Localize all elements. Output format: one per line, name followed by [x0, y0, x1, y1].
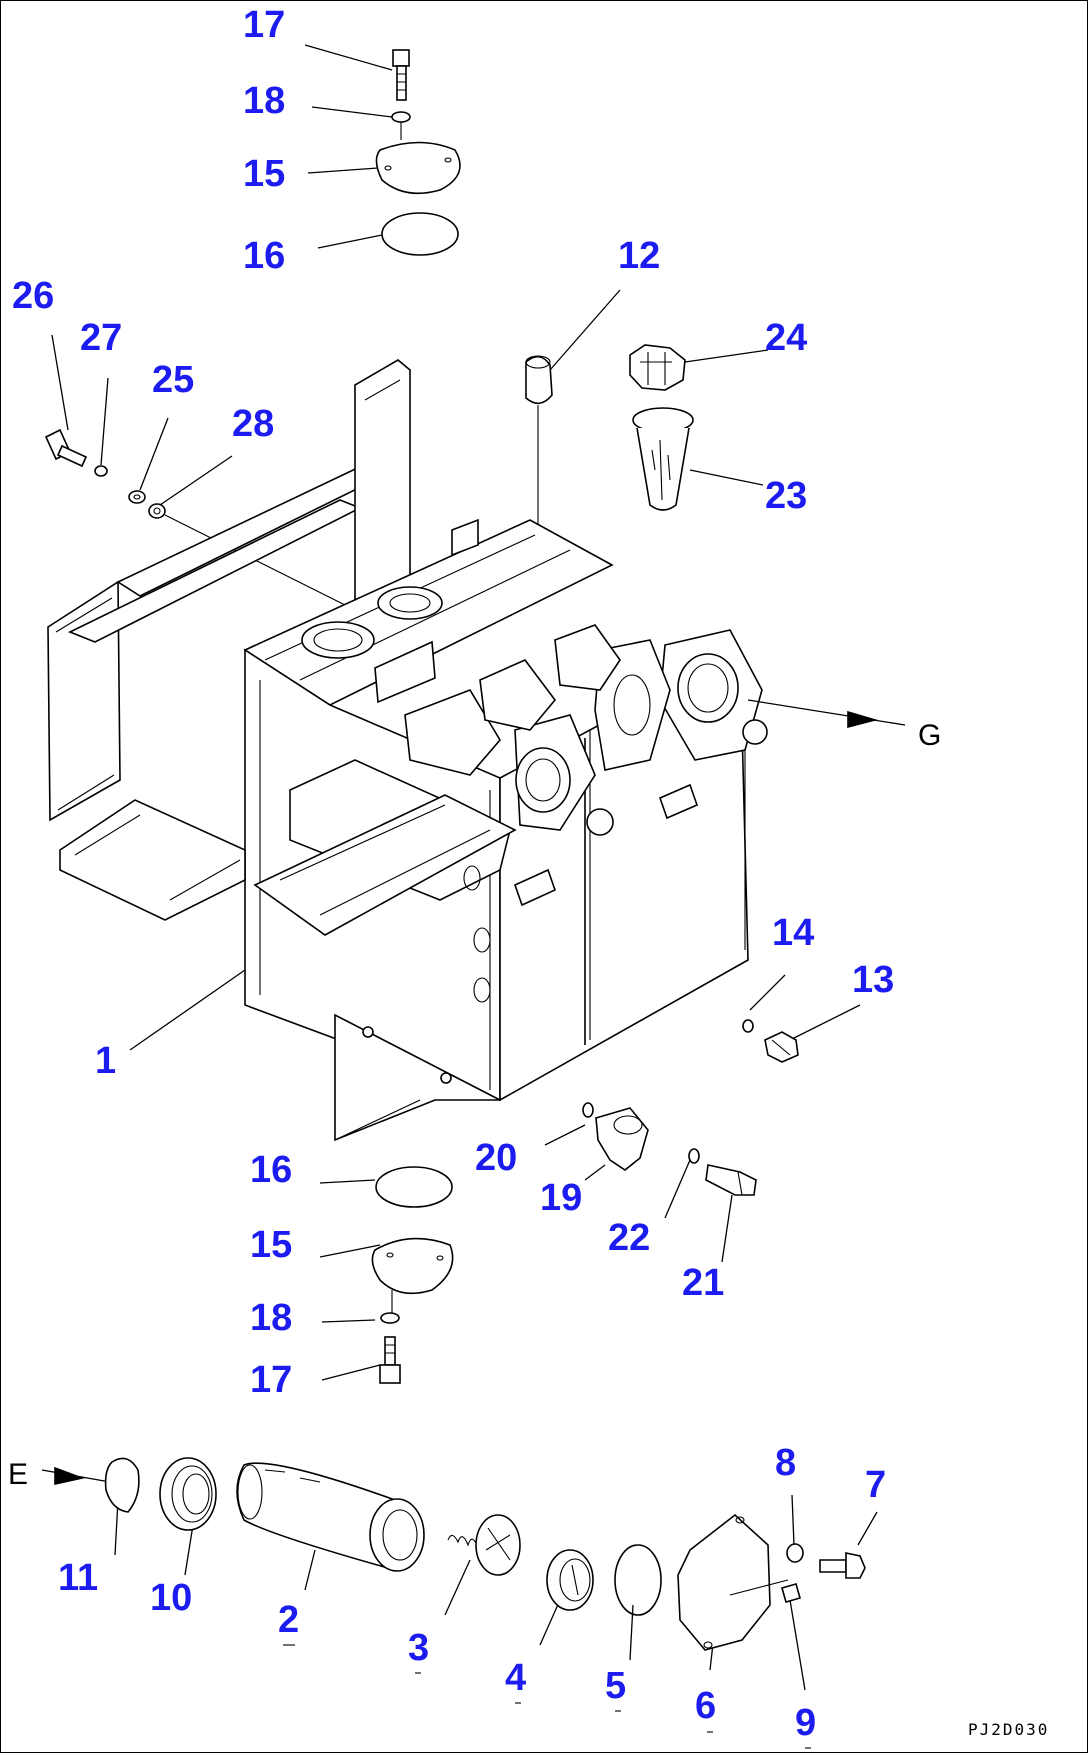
callout-11: 11 [58, 1557, 98, 1599]
callout-18-bottom: 18 [250, 1297, 292, 1339]
callout-17-bottom: 17 [250, 1359, 292, 1401]
callout-8: 8 [775, 1442, 796, 1484]
callout-2: 2 [278, 1599, 299, 1641]
callout-26: 26 [12, 275, 54, 317]
part-washer-27 [94, 465, 108, 477]
callout-6: 6 [695, 1685, 716, 1727]
part-oring-5 [614, 1544, 662, 1616]
part-bolt-17-top [392, 49, 410, 101]
part-bolt-26 [44, 428, 88, 468]
part-spring-3 [447, 1514, 521, 1576]
callout-underline-marks [283, 1644, 811, 1749]
callout-numbers: 17 18 15 16 26 27 25 28 12 24 23 1 14 13… [12, 4, 894, 1744]
part-bolt-21 [705, 1164, 757, 1196]
callout-9: 9 [795, 1702, 816, 1744]
callout-14: 14 [772, 912, 814, 954]
callout-22: 22 [608, 1217, 650, 1259]
part-ring-11 [104, 1457, 140, 1513]
part-gasket-16-top [381, 212, 459, 256]
part-gasket-16-bottom [375, 1166, 453, 1208]
part-bolt-17-bottom [379, 1336, 401, 1384]
part-cap-24 [629, 344, 686, 391]
part-plug-9 [781, 1583, 801, 1603]
callout-5: 5 [605, 1665, 626, 1707]
callout-18-top: 18 [243, 80, 285, 122]
callout-13: 13 [852, 959, 894, 1001]
view-marker-e: E [8, 1458, 28, 1491]
callout-12: 12 [618, 235, 660, 277]
callout-15-bottom: 15 [250, 1224, 292, 1266]
callout-4: 4 [505, 1657, 526, 1699]
view-marker-g: G [918, 719, 941, 752]
callout-21: 21 [682, 1262, 724, 1304]
part-strainer-23 [632, 407, 694, 511]
part-housing-1 [47, 359, 768, 1142]
callout-10: 10 [150, 1577, 192, 1619]
part-elbow-19 [595, 1107, 649, 1171]
part-plug-4 [546, 1549, 594, 1611]
callout-15-top: 15 [243, 153, 285, 195]
part-cover-15-bottom [371, 1237, 454, 1295]
callout-1: 1 [95, 1040, 116, 1082]
drawing-code: PJ2D030 [968, 1720, 1049, 1739]
callout-24: 24 [765, 317, 807, 359]
callout-16-bottom: 16 [250, 1149, 292, 1191]
part-washer-25 [128, 490, 146, 504]
part-cover-6 [677, 1513, 789, 1651]
part-washer-18-bottom [380, 1290, 400, 1324]
part-washer-22 [688, 1148, 700, 1164]
part-seal-10 [159, 1457, 217, 1531]
callout-27: 27 [80, 317, 122, 359]
part-washer-8 [786, 1543, 804, 1563]
callout-23: 23 [765, 475, 807, 517]
part-cover-15-top [375, 141, 461, 195]
callout-7: 7 [865, 1464, 886, 1506]
callout-20: 20 [475, 1137, 517, 1179]
part-oring-14 [742, 1019, 754, 1033]
leader-lines [41, 44, 906, 1691]
part-sleeve-2 [236, 1462, 425, 1572]
callout-28: 28 [232, 403, 274, 445]
part-drain-plug-13 [764, 1031, 799, 1063]
part-washer-18-top [391, 111, 411, 140]
part-washer-28 [148, 503, 166, 519]
part-bolt-7 [819, 1552, 866, 1579]
callout-3: 3 [408, 1627, 429, 1669]
callout-19: 19 [540, 1177, 582, 1219]
callout-25: 25 [152, 359, 194, 401]
callout-17-top: 17 [243, 4, 285, 46]
callout-16-top: 16 [243, 235, 285, 277]
part-oring-20 [582, 1102, 594, 1118]
